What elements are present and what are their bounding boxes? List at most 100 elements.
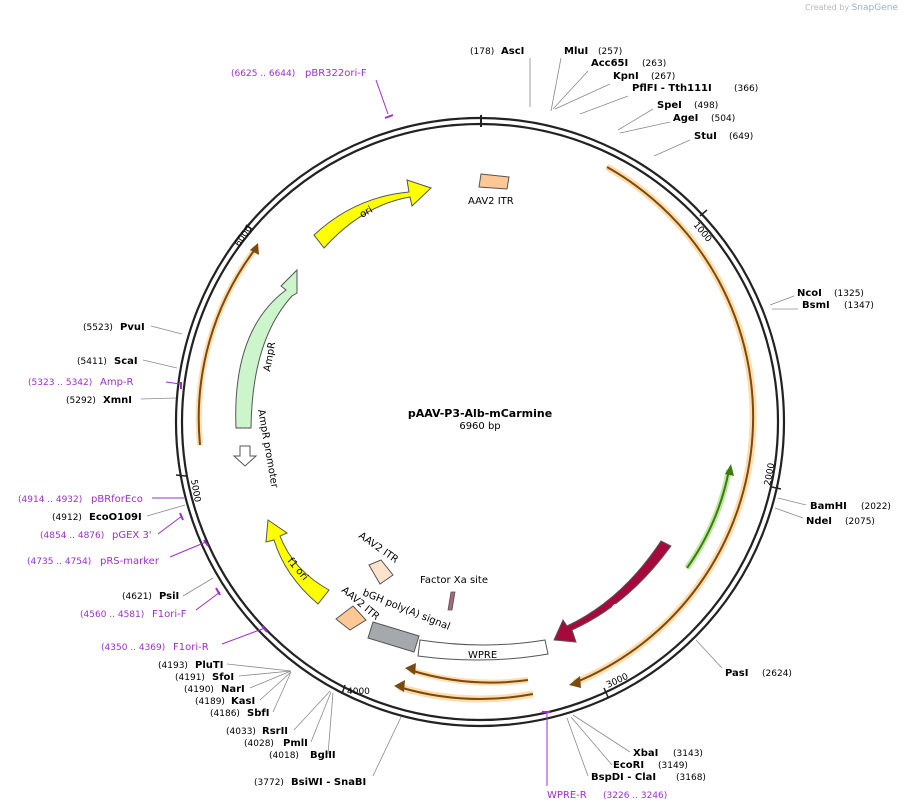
enzyme-name-ncoI: NcoI xyxy=(797,288,822,299)
aav2-itr-label-a: AAV2 ITR xyxy=(356,530,400,565)
tick-label-4000: 4000 xyxy=(347,687,370,697)
aav2-itr-small-box xyxy=(368,559,394,585)
orange-arc-main-arrowhead xyxy=(569,676,581,688)
tick-mark-3000 xyxy=(603,687,609,698)
enzyme-name-bsiWI-snaBI: BsiWI - SnaBI xyxy=(291,777,366,788)
wpre-label: WPRE xyxy=(468,650,497,661)
enzyme-name-ecoO109I: EcoO109I xyxy=(89,512,142,523)
tick-mark-2000 xyxy=(771,486,782,490)
enzyme-pos-ndeI: (2075) xyxy=(845,517,875,527)
enzyme-name-mluI: MluI xyxy=(564,46,588,57)
leader-primer-f1ori-f xyxy=(195,591,221,611)
enzyme-name-scaI: ScaI xyxy=(114,356,138,367)
credit-prefix: Created by xyxy=(805,3,850,12)
enzyme-pos-ecoRI: (3149) xyxy=(658,761,688,771)
enzyme-pos-bamHI: (2022) xyxy=(861,502,891,512)
factor-xa-site-mark xyxy=(447,591,456,611)
enzyme-name-xbaI: XbaI xyxy=(633,748,658,759)
enzyme-name-ascI: AscI xyxy=(501,46,524,57)
enzyme-pos-pasI: (2624) xyxy=(762,669,792,679)
orange-arc-left xyxy=(197,247,257,446)
enzyme-pos-sfoI: (4191) xyxy=(175,673,205,683)
leader-sbfI xyxy=(272,671,292,713)
factor-xa-label: Factor Xa site xyxy=(420,575,488,586)
leader-bglII xyxy=(327,692,334,755)
orange-arc-bottom-inner xyxy=(409,669,529,684)
enzyme-name-sfoI: SfoI xyxy=(212,672,234,683)
leader-bamHI xyxy=(777,497,807,506)
primer-range-f1ori-f: (4560 .. 4581) xyxy=(80,610,144,620)
enzyme-name-bsmI: BsmI xyxy=(802,300,830,311)
f1-ori-arrow xyxy=(265,519,330,605)
leader-kasI xyxy=(259,671,292,701)
enzyme-name-pvuI: PvuI xyxy=(120,322,145,333)
primer-mark-pbr322ori-f xyxy=(384,114,394,119)
orange-arc-bottom xyxy=(398,686,534,700)
enzyme-name-pasI: PasI xyxy=(725,668,748,679)
leader-acc65I xyxy=(552,70,589,110)
bgh-polya-box xyxy=(367,621,420,653)
leader-xbaI xyxy=(572,714,631,753)
tick-label-5000: 5000 xyxy=(188,479,202,504)
mcarmine-arrow xyxy=(553,540,672,643)
enzyme-name-kasI: KasI xyxy=(231,696,255,707)
leader-xmnI xyxy=(140,397,177,400)
enzyme-name-xmnI: XmnI xyxy=(103,395,132,406)
ori-arrow xyxy=(313,179,432,249)
enzyme-pos-pluTI: (4193) xyxy=(158,661,188,671)
tick-mark-1000 xyxy=(699,209,708,217)
leader-pluTI xyxy=(226,663,292,672)
enzyme-pos-speI: (498) xyxy=(694,101,718,111)
leader-speI xyxy=(617,108,654,131)
orange-arc-bottom-inner-arrowhead xyxy=(405,663,416,675)
enzyme-name-bglII: BglII xyxy=(310,750,336,761)
enzyme-pos-ageI: (504) xyxy=(711,114,735,124)
leader-stuI xyxy=(653,139,691,157)
enzyme-pos-sbfI: (4186) xyxy=(210,709,240,719)
leader-mluI xyxy=(550,57,562,112)
tick-mark-5000 xyxy=(175,474,187,477)
enzyme-name-stuI: StuI xyxy=(694,131,717,142)
enzyme-pos-rsrII: (4033) xyxy=(226,727,256,737)
ampr-promoter-arrow xyxy=(232,445,258,467)
primer-name-prs-marker: pRS-marker xyxy=(100,556,160,567)
orange-arc-main xyxy=(573,166,755,684)
enzyme-name-ageI: AgeI xyxy=(673,113,698,124)
primer-name-wpre-r: WPRE-R xyxy=(547,790,587,801)
enzyme-pos-ascI: (178) xyxy=(470,47,494,57)
leader-primer-amp-r xyxy=(165,381,181,385)
enzyme-pos-pmlI: (4028) xyxy=(244,739,274,749)
primer-mark-prs-marker xyxy=(203,539,209,547)
leader-kpnI xyxy=(554,83,611,110)
wpre-box xyxy=(417,639,549,661)
snapgene-logo: SnapGene xyxy=(851,3,898,13)
primer-name-pbr322ori-f: pBR322ori-F xyxy=(305,68,367,79)
ampr-promoter-label: AmpR promoter xyxy=(255,409,280,490)
enzyme-pos-kasI: (4189) xyxy=(195,697,225,707)
tick-mark-4000 xyxy=(341,684,346,695)
primer-mark-f1ori-r xyxy=(261,625,268,633)
enzyme-pos-kpnI: (267) xyxy=(651,72,675,82)
orange-arc-bottom-inner-halo xyxy=(409,667,529,686)
primer-range-pgex3: (4854 .. 4876) xyxy=(40,531,104,541)
enzyme-pos-acc65I: (263) xyxy=(642,59,666,69)
primer-range-prs-marker: (4735 .. 4754) xyxy=(27,557,91,567)
leader-narI xyxy=(249,670,292,689)
enzyme-name-pmlI: PmlI xyxy=(283,738,308,749)
primer-range-pbrforeco: (4914 .. 4932) xyxy=(18,495,82,505)
enzyme-pos-pflFI-tth111I: (366) xyxy=(734,84,758,94)
leader-ageI xyxy=(619,121,671,134)
enzyme-name-bspDI-claI: BspDI - ClaI xyxy=(591,772,656,783)
primer-range-wpre-r: (3226 .. 3246) xyxy=(603,791,667,801)
leader-ncoI xyxy=(769,295,795,306)
enzyme-pos-mluI: (257) xyxy=(598,47,622,57)
tick-label-2000: 2000 xyxy=(763,462,777,487)
enzyme-name-sbfI: SbfI xyxy=(247,708,269,719)
leader-primer-f1ori-r xyxy=(221,627,266,645)
plasmid-name: pAAV-P3-Alb-mCarmine xyxy=(408,407,552,420)
plasmid-size: 6960 bp xyxy=(459,421,500,432)
enzyme-name-rsrII: RsrII xyxy=(262,726,288,737)
orange-arc-left-arrowhead xyxy=(250,243,259,255)
orange-arc-bottom-arrowhead xyxy=(394,680,405,692)
